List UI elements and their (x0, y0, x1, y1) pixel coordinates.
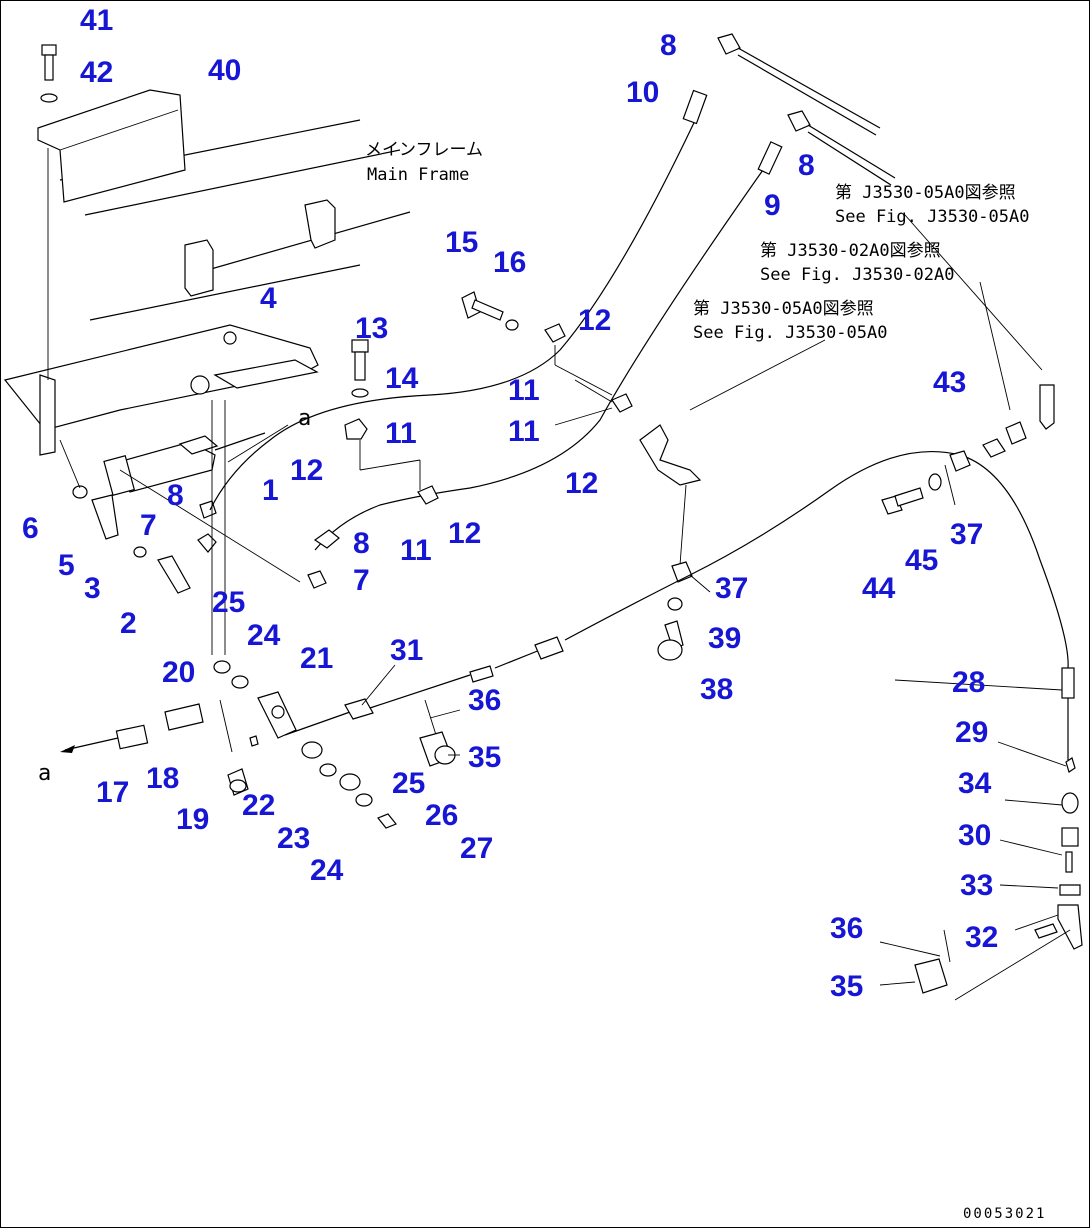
callout-44: 44 (862, 572, 896, 605)
figure-code: 00053021 (963, 1206, 1046, 1222)
brake-cable (284, 384, 1075, 760)
callout-35-right: 35 (830, 970, 863, 1003)
callout-6: 6 (22, 512, 39, 545)
callout-8-top: 8 (660, 29, 677, 62)
callout-27: 27 (460, 832, 493, 865)
callout-21: 21 (300, 642, 333, 675)
bolt-41 (40, 44, 58, 103)
callout-39: 39 (708, 622, 741, 655)
callout-34: 34 (958, 767, 992, 800)
bolt-13 (351, 339, 369, 398)
bracket-assembly (3, 89, 319, 456)
brake-cylinder (103, 432, 266, 553)
callout-45: 45 (905, 544, 938, 577)
callout-38: 38 (700, 673, 733, 706)
callout-31: 31 (390, 634, 423, 667)
callout-11-a: 11 (508, 374, 540, 407)
callout-36-mid: 36 (468, 684, 501, 717)
reference-note-2-jp: 第 J3530-02A0図参照 (760, 241, 941, 261)
callout-12-mid: 12 (565, 467, 598, 500)
callout-11-d: 11 (400, 534, 432, 567)
reference-note-3-en: See Fig. J3530-05A0 (693, 323, 887, 343)
callout-12-d: 12 (448, 517, 481, 550)
callout-8-left: 8 (167, 479, 184, 512)
bolt-15 (461, 291, 519, 331)
callout-3: 3 (84, 572, 101, 605)
pins-left (72, 485, 249, 689)
callout-5: 5 (58, 549, 75, 582)
callout-25-upper: 25 (212, 586, 245, 619)
callout-16: 16 (493, 246, 526, 279)
callout-43: 43 (933, 366, 966, 399)
reference-note-3-jp: 第 J3530-05A0図参照 (693, 299, 874, 319)
connection-mark-a-top: a (298, 406, 311, 431)
callout-4: 4 (260, 282, 277, 315)
bolt-44 (881, 473, 942, 515)
lever-bracket (639, 424, 702, 661)
callout-24-lower: 24 (310, 854, 344, 887)
clevis-pin-35 (419, 699, 456, 767)
callout-12-top: 12 (578, 304, 611, 337)
main-frame-outline (59, 119, 411, 321)
callout-7-mid: 7 (353, 564, 370, 597)
callout-11-b: 11 (508, 415, 540, 448)
leader-lines (59, 214, 1067, 986)
callout-26: 26 (425, 799, 458, 832)
upper-lines (717, 33, 896, 186)
callout-17: 17 (96, 776, 129, 809)
callout-2: 2 (120, 607, 137, 640)
callout-8-mid: 8 (353, 527, 370, 560)
callout-30: 30 (958, 819, 991, 852)
reference-note-1-en: See Fig. J3530-05A0 (835, 207, 1029, 227)
callout-11-c: 11 (385, 417, 417, 450)
callout-37-mid: 37 (715, 572, 748, 605)
callout-12-left: 12 (290, 454, 323, 487)
callout-1: 1 (262, 474, 279, 507)
callout-32: 32 (965, 921, 998, 954)
callout-23: 23 (277, 822, 310, 855)
callout-14: 14 (385, 362, 419, 395)
callout-42: 42 (80, 56, 113, 89)
callout-19: 19 (176, 803, 209, 836)
reference-note-1-jp: 第 J3530-05A0図参照 (835, 183, 1016, 203)
callout-35-mid: 35 (468, 741, 501, 774)
callout-36-right: 36 (830, 912, 863, 945)
connection-mark-a-bottom: a (38, 761, 51, 786)
callout-13: 13 (355, 312, 388, 345)
callout-28: 28 (952, 666, 985, 699)
linkage-lower (60, 691, 397, 829)
callout-37-right: 37 (950, 518, 983, 551)
washer-42 (40, 93, 58, 103)
callout-18: 18 (146, 762, 179, 795)
brake-tubes (209, 89, 783, 589)
callout-29: 29 (955, 716, 988, 749)
callout-24-upper: 24 (247, 619, 281, 652)
callout-33: 33 (960, 869, 993, 902)
reference-note-2-en: See Fig. J3530-02A0 (760, 265, 954, 285)
main-frame-label-en: Main Frame (367, 165, 469, 185)
callout-7-left: 7 (140, 509, 157, 542)
callout-40: 40 (208, 54, 241, 87)
cable-end-parts (914, 757, 1083, 1001)
callout-41: 41 (80, 4, 113, 37)
main-frame-label-jp: メインフレーム (365, 140, 483, 160)
callout-8-upper: 8 (798, 149, 815, 182)
callout-9: 9 (764, 189, 781, 222)
callout-22: 22 (242, 789, 275, 822)
callout-10: 10 (626, 76, 659, 109)
callout-25-lower: 25 (392, 767, 425, 800)
callout-15: 15 (445, 226, 478, 259)
callout-20: 20 (162, 656, 195, 689)
